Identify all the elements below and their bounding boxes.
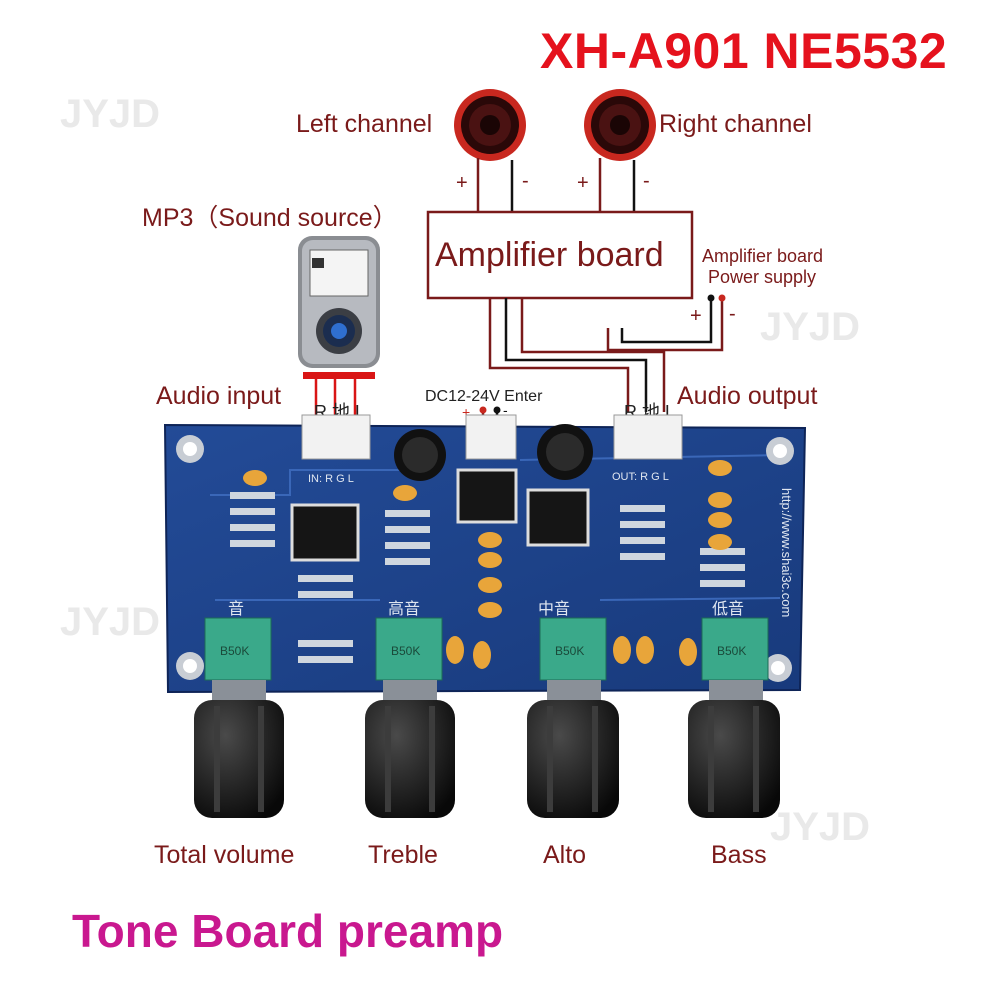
audio-output-label: Audio output xyxy=(677,382,818,410)
right-plus-label: + xyxy=(577,172,589,194)
right-speaker-icon xyxy=(584,89,656,161)
right-channel-label: Right channel xyxy=(659,110,812,138)
knob-icons xyxy=(194,680,780,818)
silk-url: http://www.shai3c.com xyxy=(779,488,794,617)
left-speaker-icon xyxy=(454,89,526,161)
watermark-bottom-right: JYJD xyxy=(770,805,871,849)
wiring-diagram xyxy=(298,89,726,440)
right-minus-label: - xyxy=(643,170,650,192)
watermark-top-left: JYJD xyxy=(60,92,161,136)
left-plus-label: + xyxy=(456,172,468,194)
electrolytic-capacitors xyxy=(394,424,593,481)
left-minus-label: - xyxy=(522,170,529,192)
mp3-player-icon xyxy=(298,236,380,368)
resistors xyxy=(230,492,745,663)
dc-plus-label: + xyxy=(462,404,471,420)
silk-out-label: OUT: R G L xyxy=(612,471,669,483)
ic-chips xyxy=(290,468,590,562)
amplifier-board-box xyxy=(426,210,694,300)
dc-power-label: DC12-24V Enter xyxy=(425,388,543,405)
pot-code-1: B50K xyxy=(220,644,249,658)
sound-source-label: MP3（Sound source） xyxy=(142,204,398,232)
power-minus-label: - xyxy=(729,303,736,325)
watermark-right: JYJD xyxy=(760,305,861,349)
silk-volume-label: 音 xyxy=(228,600,244,618)
page-title: XH-A901 NE5532 xyxy=(540,23,948,79)
watermark-left: JYJD xyxy=(60,600,161,644)
mounting-holes xyxy=(176,435,794,682)
amp-power-label-line1: Amplifier board xyxy=(702,246,824,266)
dc-minus-label: - xyxy=(503,402,508,418)
power-plus-label: + xyxy=(690,305,702,327)
knob-label-alto: Alto xyxy=(543,841,587,869)
knob-label-bass: Bass xyxy=(711,841,767,869)
pot-code-2: B50K xyxy=(391,644,420,658)
pot-code-3: B50K xyxy=(555,644,584,658)
left-channel-label: Left channel xyxy=(296,110,433,138)
silk-in-label: IN: R G L xyxy=(308,473,354,485)
ceramic-capacitors xyxy=(243,460,732,669)
amp-power-label-line2: Power supply xyxy=(708,267,817,287)
silk-treble-label: 高音 xyxy=(388,600,420,618)
silk-bass-label: 低音 xyxy=(712,600,744,618)
knob-label-total-volume: Total volume xyxy=(154,841,295,869)
pot-code-4: B50K xyxy=(717,644,746,658)
footer-caption: Tone Board preamp xyxy=(72,905,504,957)
silk-mid-label: 中音 xyxy=(538,600,570,618)
potentiometers xyxy=(204,617,769,681)
audio-input-label: Audio input xyxy=(156,382,282,410)
amplifier-board-label: Amplifier board xyxy=(435,236,664,274)
pcb-board: IN: R G L OUT: R G L 音 高音 中音 低音 B50K B50… xyxy=(163,414,807,818)
knob-label-treble: Treble xyxy=(368,841,438,869)
